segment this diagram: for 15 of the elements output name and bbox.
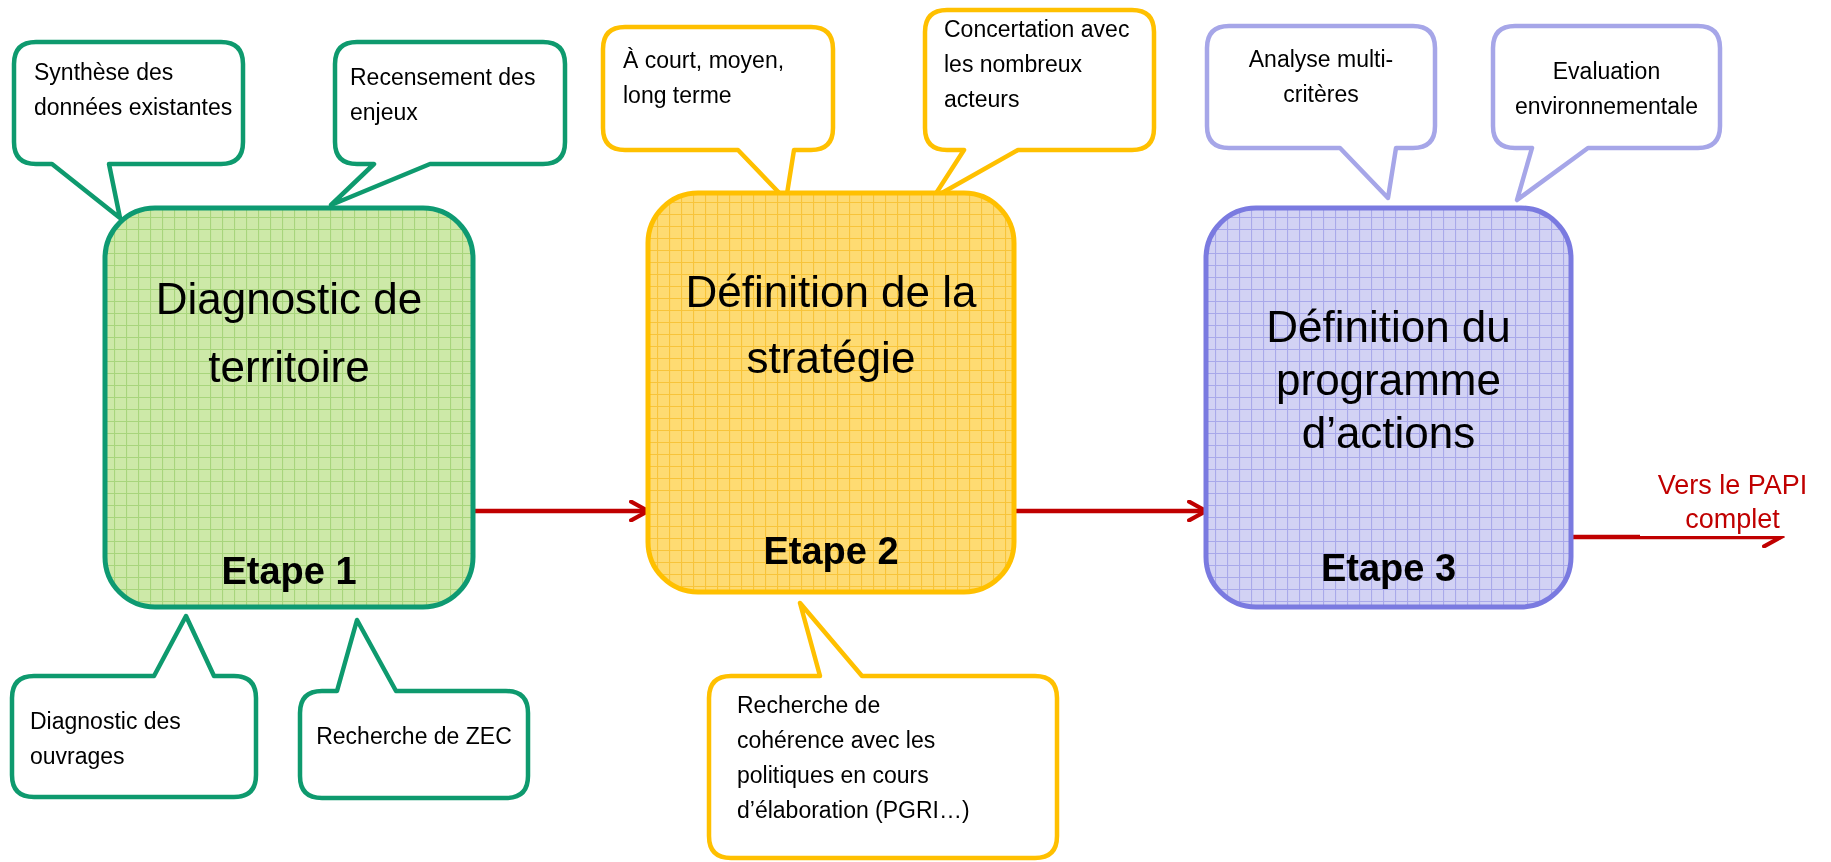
step-label: Etape 2 bbox=[762, 529, 900, 574]
step-title: Définition du programme d’actions bbox=[1265, 301, 1512, 459]
step-label: Etape 1 bbox=[220, 549, 358, 594]
bubble-text: Recherche de cohérence avec les politiques en cours d’élaboration (PGRI…) bbox=[737, 691, 971, 825]
step-label: Etape 3 bbox=[1319, 546, 1458, 591]
bubble-text: Recensement des enjeux bbox=[350, 63, 537, 127]
step-title: Définition de la stratégie bbox=[684, 266, 978, 384]
bubble-text: Diagnostic des ouvrages bbox=[30, 707, 182, 771]
bubble-text: Evaluation environnementale bbox=[1514, 57, 1699, 121]
bubble-text: Recherche de ZEC bbox=[315, 722, 513, 751]
bubble-text: Synthèse des données existantes bbox=[34, 58, 234, 122]
bubble-text: Analyse multi-critères bbox=[1247, 45, 1395, 109]
bubble-text: Concertation avec les nombreux acteurs bbox=[944, 15, 1131, 114]
step-title: Diagnostic de territoire bbox=[154, 273, 424, 393]
bubble-text: À court, moyen, long terme bbox=[623, 46, 786, 110]
